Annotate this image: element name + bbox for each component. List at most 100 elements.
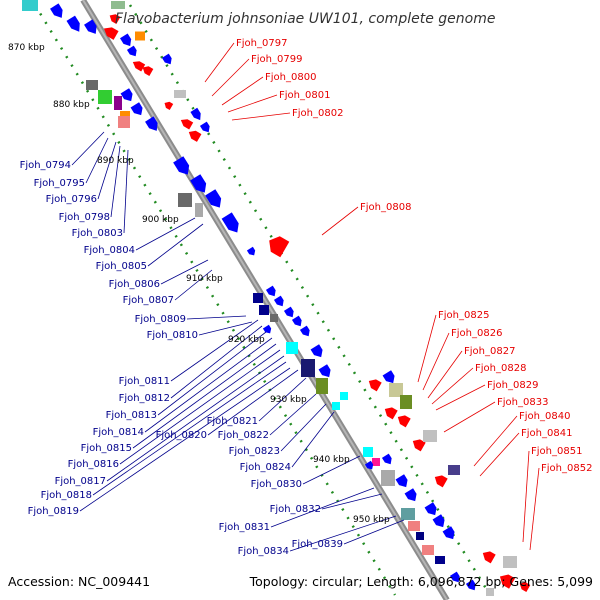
gene-label-fjoh-0798[interactable]: Fjoh_0798 — [59, 212, 110, 223]
gene-label-fjoh-0821[interactable]: Fjoh_0821 — [207, 416, 258, 427]
gene-label-fjoh-0815[interactable]: Fjoh_0815 — [81, 443, 132, 454]
gene-arrow — [449, 571, 460, 583]
gene-label-fjoh-0802[interactable]: Fjoh_0802 — [292, 108, 343, 119]
gene-label-fjoh-0813[interactable]: Fjoh_0813 — [106, 410, 157, 421]
gene-label-fjoh-0812[interactable]: Fjoh_0812 — [119, 393, 170, 404]
gene-label-fjoh-0851[interactable]: Fjoh_0851 — [531, 446, 582, 457]
gene-label-fjoh-0840[interactable]: Fjoh_0840 — [519, 411, 570, 422]
gene-label-fjoh-0818[interactable]: Fjoh_0818 — [41, 490, 92, 501]
leader-line — [174, 269, 213, 301]
gene-label-fjoh-0834[interactable]: Fjoh_0834 — [238, 546, 289, 557]
leader-line — [269, 393, 317, 436]
gene-label-fjoh-0830[interactable]: Fjoh_0830 — [251, 479, 302, 490]
gene-feature — [486, 588, 494, 596]
gene-label-fjoh-0805[interactable]: Fjoh_0805 — [96, 261, 147, 272]
gene-feature — [424, 502, 437, 516]
gene-label-fjoh-0794[interactable]: Fjoh_0794 — [20, 160, 71, 171]
gene-label-fjoh-0800[interactable]: Fjoh_0800 — [265, 72, 316, 83]
gene-feature — [174, 90, 186, 98]
gene-label-fjoh-0801[interactable]: Fjoh_0801 — [279, 90, 330, 101]
gene-label-fjoh-0810[interactable]: Fjoh_0810 — [147, 330, 198, 341]
gene-label-fjoh-0819[interactable]: Fjoh_0819 — [28, 506, 79, 517]
gene-feature — [432, 514, 445, 528]
ruler-label-6: 920 kbp — [228, 335, 265, 345]
gene-label-fjoh-0826[interactable]: Fjoh_0826 — [451, 328, 502, 339]
gene-label-fjoh-0825[interactable]: Fjoh_0825 — [438, 310, 489, 321]
gene-label-fjoh-0827[interactable]: Fjoh_0827 — [464, 346, 515, 357]
gene-box — [401, 508, 415, 520]
leader-line — [204, 42, 235, 83]
gene-arrow — [482, 551, 496, 564]
gene-label-fjoh-0799[interactable]: Fjoh_0799 — [251, 54, 302, 65]
gene-feature — [199, 121, 210, 133]
leader-line — [170, 319, 259, 382]
gene-label-fjoh-0829[interactable]: Fjoh_0829 — [487, 380, 538, 391]
gene-feature — [190, 107, 201, 121]
leader-line — [71, 131, 105, 166]
gene-label-fjoh-0803[interactable]: Fjoh_0803 — [72, 228, 123, 239]
gene-label-fjoh-0811[interactable]: Fjoh_0811 — [119, 376, 170, 387]
leader-line — [144, 337, 273, 433]
gene-feature — [114, 96, 122, 110]
leader-line — [207, 369, 299, 436]
gene-feature — [109, 14, 121, 24]
leader-line — [227, 94, 278, 113]
leader-line — [427, 350, 463, 399]
leader-line — [211, 58, 250, 97]
gene-feature — [259, 305, 269, 315]
gene-label-fjoh-0796[interactable]: Fjoh_0796 — [46, 194, 97, 205]
gene-label-fjoh-0839[interactable]: Fjoh_0839 — [292, 539, 343, 550]
leader-line — [186, 315, 247, 320]
gene-arrow — [199, 121, 210, 133]
gene-arrow — [519, 582, 531, 592]
gene-feature — [397, 415, 411, 428]
ruler-label-5: 910 kbp — [186, 274, 223, 284]
gene-feature — [449, 571, 460, 583]
gene-box — [340, 392, 348, 400]
gene-arrow — [173, 156, 190, 175]
gene-feature — [482, 551, 496, 564]
gene-label-fjoh-0807[interactable]: Fjoh_0807 — [123, 295, 174, 306]
gene-label-fjoh-0828[interactable]: Fjoh_0828 — [475, 363, 526, 374]
gene-box — [114, 96, 122, 110]
gene-label-fjoh-0831[interactable]: Fjoh_0831 — [219, 522, 270, 533]
gene-label-fjoh-0804[interactable]: Fjoh_0804 — [84, 245, 135, 256]
gene-label-fjoh-0832[interactable]: Fjoh_0832 — [270, 504, 321, 515]
ruler-label-9: 950 kbp — [353, 515, 390, 525]
gene-box — [118, 116, 130, 128]
gene-label-fjoh-0808[interactable]: Fjoh_0808 — [360, 202, 411, 213]
gene-label-fjoh-0852[interactable]: Fjoh_0852 — [541, 463, 592, 474]
gene-label-fjoh-0806[interactable]: Fjoh_0806 — [109, 279, 160, 290]
gene-box — [98, 90, 112, 104]
gene-feature — [435, 556, 445, 564]
genome-backbone-highlight — [82, 0, 448, 600]
gene-label-fjoh-0816[interactable]: Fjoh_0816 — [68, 459, 119, 470]
leader-line — [110, 145, 121, 218]
accession-text: Accession: NC_009441 — [8, 574, 150, 589]
gene-feature — [408, 521, 420, 531]
gene-label-fjoh-0809[interactable]: Fjoh_0809 — [135, 314, 186, 325]
leader-line — [417, 314, 437, 383]
genome-title: Flavobacterium johnsoniae UW101, complet… — [115, 11, 495, 27]
gene-label-fjoh-0841[interactable]: Fjoh_0841 — [521, 428, 572, 439]
ruler-label-2: 880 kbp — [53, 100, 90, 110]
gene-box — [259, 305, 269, 315]
gene-label-fjoh-0824[interactable]: Fjoh_0824 — [240, 462, 291, 473]
gene-feature — [301, 359, 315, 377]
gene-box — [363, 447, 373, 457]
gene-label-fjoh-0833[interactable]: Fjoh_0833 — [497, 397, 548, 408]
leader-line — [135, 217, 196, 251]
gene-label-fjoh-0814[interactable]: Fjoh_0814 — [93, 427, 144, 438]
gene-label-fjoh-0822[interactable]: Fjoh_0822 — [218, 430, 269, 441]
gene-label-fjoh-0823[interactable]: Fjoh_0823 — [229, 446, 280, 457]
gene-label-fjoh-0820[interactable]: Fjoh_0820 — [156, 430, 207, 441]
gene-arrow — [465, 579, 476, 591]
gene-arrow — [66, 15, 80, 32]
gene-box — [422, 545, 434, 555]
gene-box — [408, 521, 420, 531]
gene-label-fjoh-0817[interactable]: Fjoh_0817 — [55, 476, 106, 487]
gene-label-fjoh-0795[interactable]: Fjoh_0795 — [34, 178, 85, 189]
gene-label-fjoh-0797[interactable]: Fjoh_0797 — [236, 38, 287, 49]
gene-box — [195, 203, 203, 217]
